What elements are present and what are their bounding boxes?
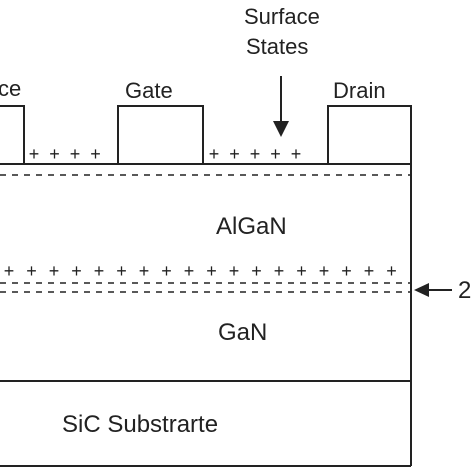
gan-label: GaN bbox=[218, 319, 267, 346]
interface-charge: + bbox=[364, 261, 375, 281]
surface-charge: + bbox=[90, 144, 101, 164]
interface-charge: + bbox=[319, 261, 330, 281]
interface-charge: + bbox=[229, 261, 240, 281]
surface-charges-right: + + + + + bbox=[209, 144, 302, 164]
twodeg-arrow bbox=[414, 283, 452, 297]
interface-charge: + bbox=[386, 261, 397, 281]
interface-charge: + bbox=[184, 261, 195, 281]
surface-charge: + bbox=[250, 144, 261, 164]
interface-charge: + bbox=[116, 261, 127, 281]
interface-charge: + bbox=[341, 261, 352, 281]
drain-contact bbox=[327, 105, 412, 165]
source-label: ce bbox=[0, 76, 21, 101]
interface-charge: + bbox=[206, 261, 217, 281]
gate-label: Gate bbox=[125, 78, 173, 103]
interface-charge: + bbox=[274, 261, 285, 281]
surface-states-arrow bbox=[273, 76, 289, 137]
interface-charge: + bbox=[139, 261, 150, 281]
algan-label: AlGaN bbox=[216, 213, 287, 240]
surface-charge: + bbox=[29, 144, 40, 164]
surface-charge: + bbox=[70, 144, 81, 164]
surface-states-label-line1: Surface bbox=[244, 4, 320, 29]
surface-charge: + bbox=[49, 144, 60, 164]
twodeg-label: 2 bbox=[458, 277, 471, 304]
drain-label: Drain bbox=[333, 78, 386, 103]
surface-charge: + bbox=[270, 144, 281, 164]
interface-charge: + bbox=[71, 261, 82, 281]
interface-charge: + bbox=[296, 261, 307, 281]
surface-states-label-line2: States bbox=[246, 34, 308, 59]
surface-charges-left: + + + + bbox=[29, 144, 101, 164]
source-contact bbox=[0, 105, 25, 165]
interface-charges: + + + + + + + + + + + + + + + + + + bbox=[4, 261, 397, 281]
interface-charge: + bbox=[251, 261, 262, 281]
interface-charge: + bbox=[94, 261, 105, 281]
gate-contact bbox=[117, 105, 204, 165]
substrate-label: SiC Substrarte bbox=[62, 411, 218, 438]
surface-charge: + bbox=[209, 144, 220, 164]
surface-charge: + bbox=[229, 144, 240, 164]
interface-charge: + bbox=[26, 261, 37, 281]
interface-charge: + bbox=[161, 261, 172, 281]
interface-charge: + bbox=[49, 261, 60, 281]
surface-charge: + bbox=[291, 144, 302, 164]
interface-charge: + bbox=[4, 261, 15, 281]
